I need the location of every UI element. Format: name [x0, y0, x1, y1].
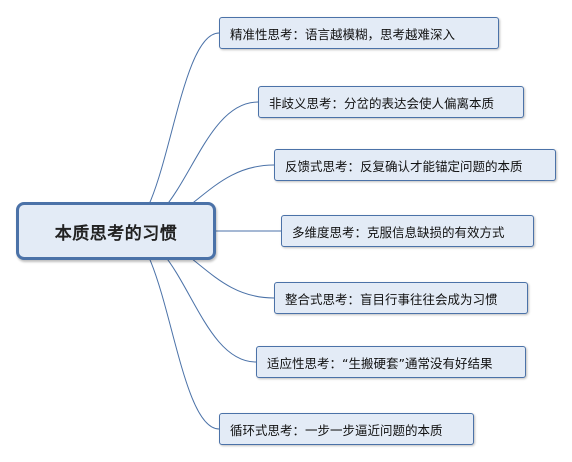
branch-node-adaptive[interactable]: 适应性思考：“生搬硬套”通常没有好结果: [256, 346, 526, 378]
branch-node-multidimensional[interactable]: 多维度思考：克服信息缺损的有效方式: [281, 215, 534, 247]
branch-node-unambiguous[interactable]: 非歧义思考：分岔的表达会使人偏离本质: [258, 86, 524, 118]
branch-node-precision[interactable]: 精准性思考：语言越模糊，思考越难深入: [219, 17, 499, 49]
root-node-label: 本质思考的习惯: [54, 223, 178, 244]
branch-node-label: 整合式思考：盲目行事往往会成为习惯: [285, 291, 498, 307]
branch-node-label: 循环式思考：一步一步逼近问题的本质: [230, 422, 443, 438]
branch-node-label: 反馈式思考：反复确认才能锚定问题的本质: [285, 158, 523, 174]
branch-node-label: 精准性思考：语言越模糊，思考越难深入: [230, 26, 456, 42]
branch-node-feedback[interactable]: 反馈式思考：反复确认才能锚定问题的本质: [274, 149, 556, 181]
branch-node-label: 适应性思考：“生搬硬套”通常没有好结果: [267, 355, 493, 371]
branch-node-integrative[interactable]: 整合式思考：盲目行事往往会成为习惯: [274, 282, 528, 314]
branch-node-label: 非歧义思考：分岔的表达会使人偏离本质: [269, 95, 495, 111]
branch-node-label: 多维度思考：克服信息缺损的有效方式: [292, 224, 505, 240]
connector-line: [123, 230, 220, 430]
root-node[interactable]: 本质思考的习惯: [16, 202, 216, 260]
branch-node-cyclic[interactable]: 循环式思考：一步一步逼近问题的本质: [219, 413, 474, 445]
